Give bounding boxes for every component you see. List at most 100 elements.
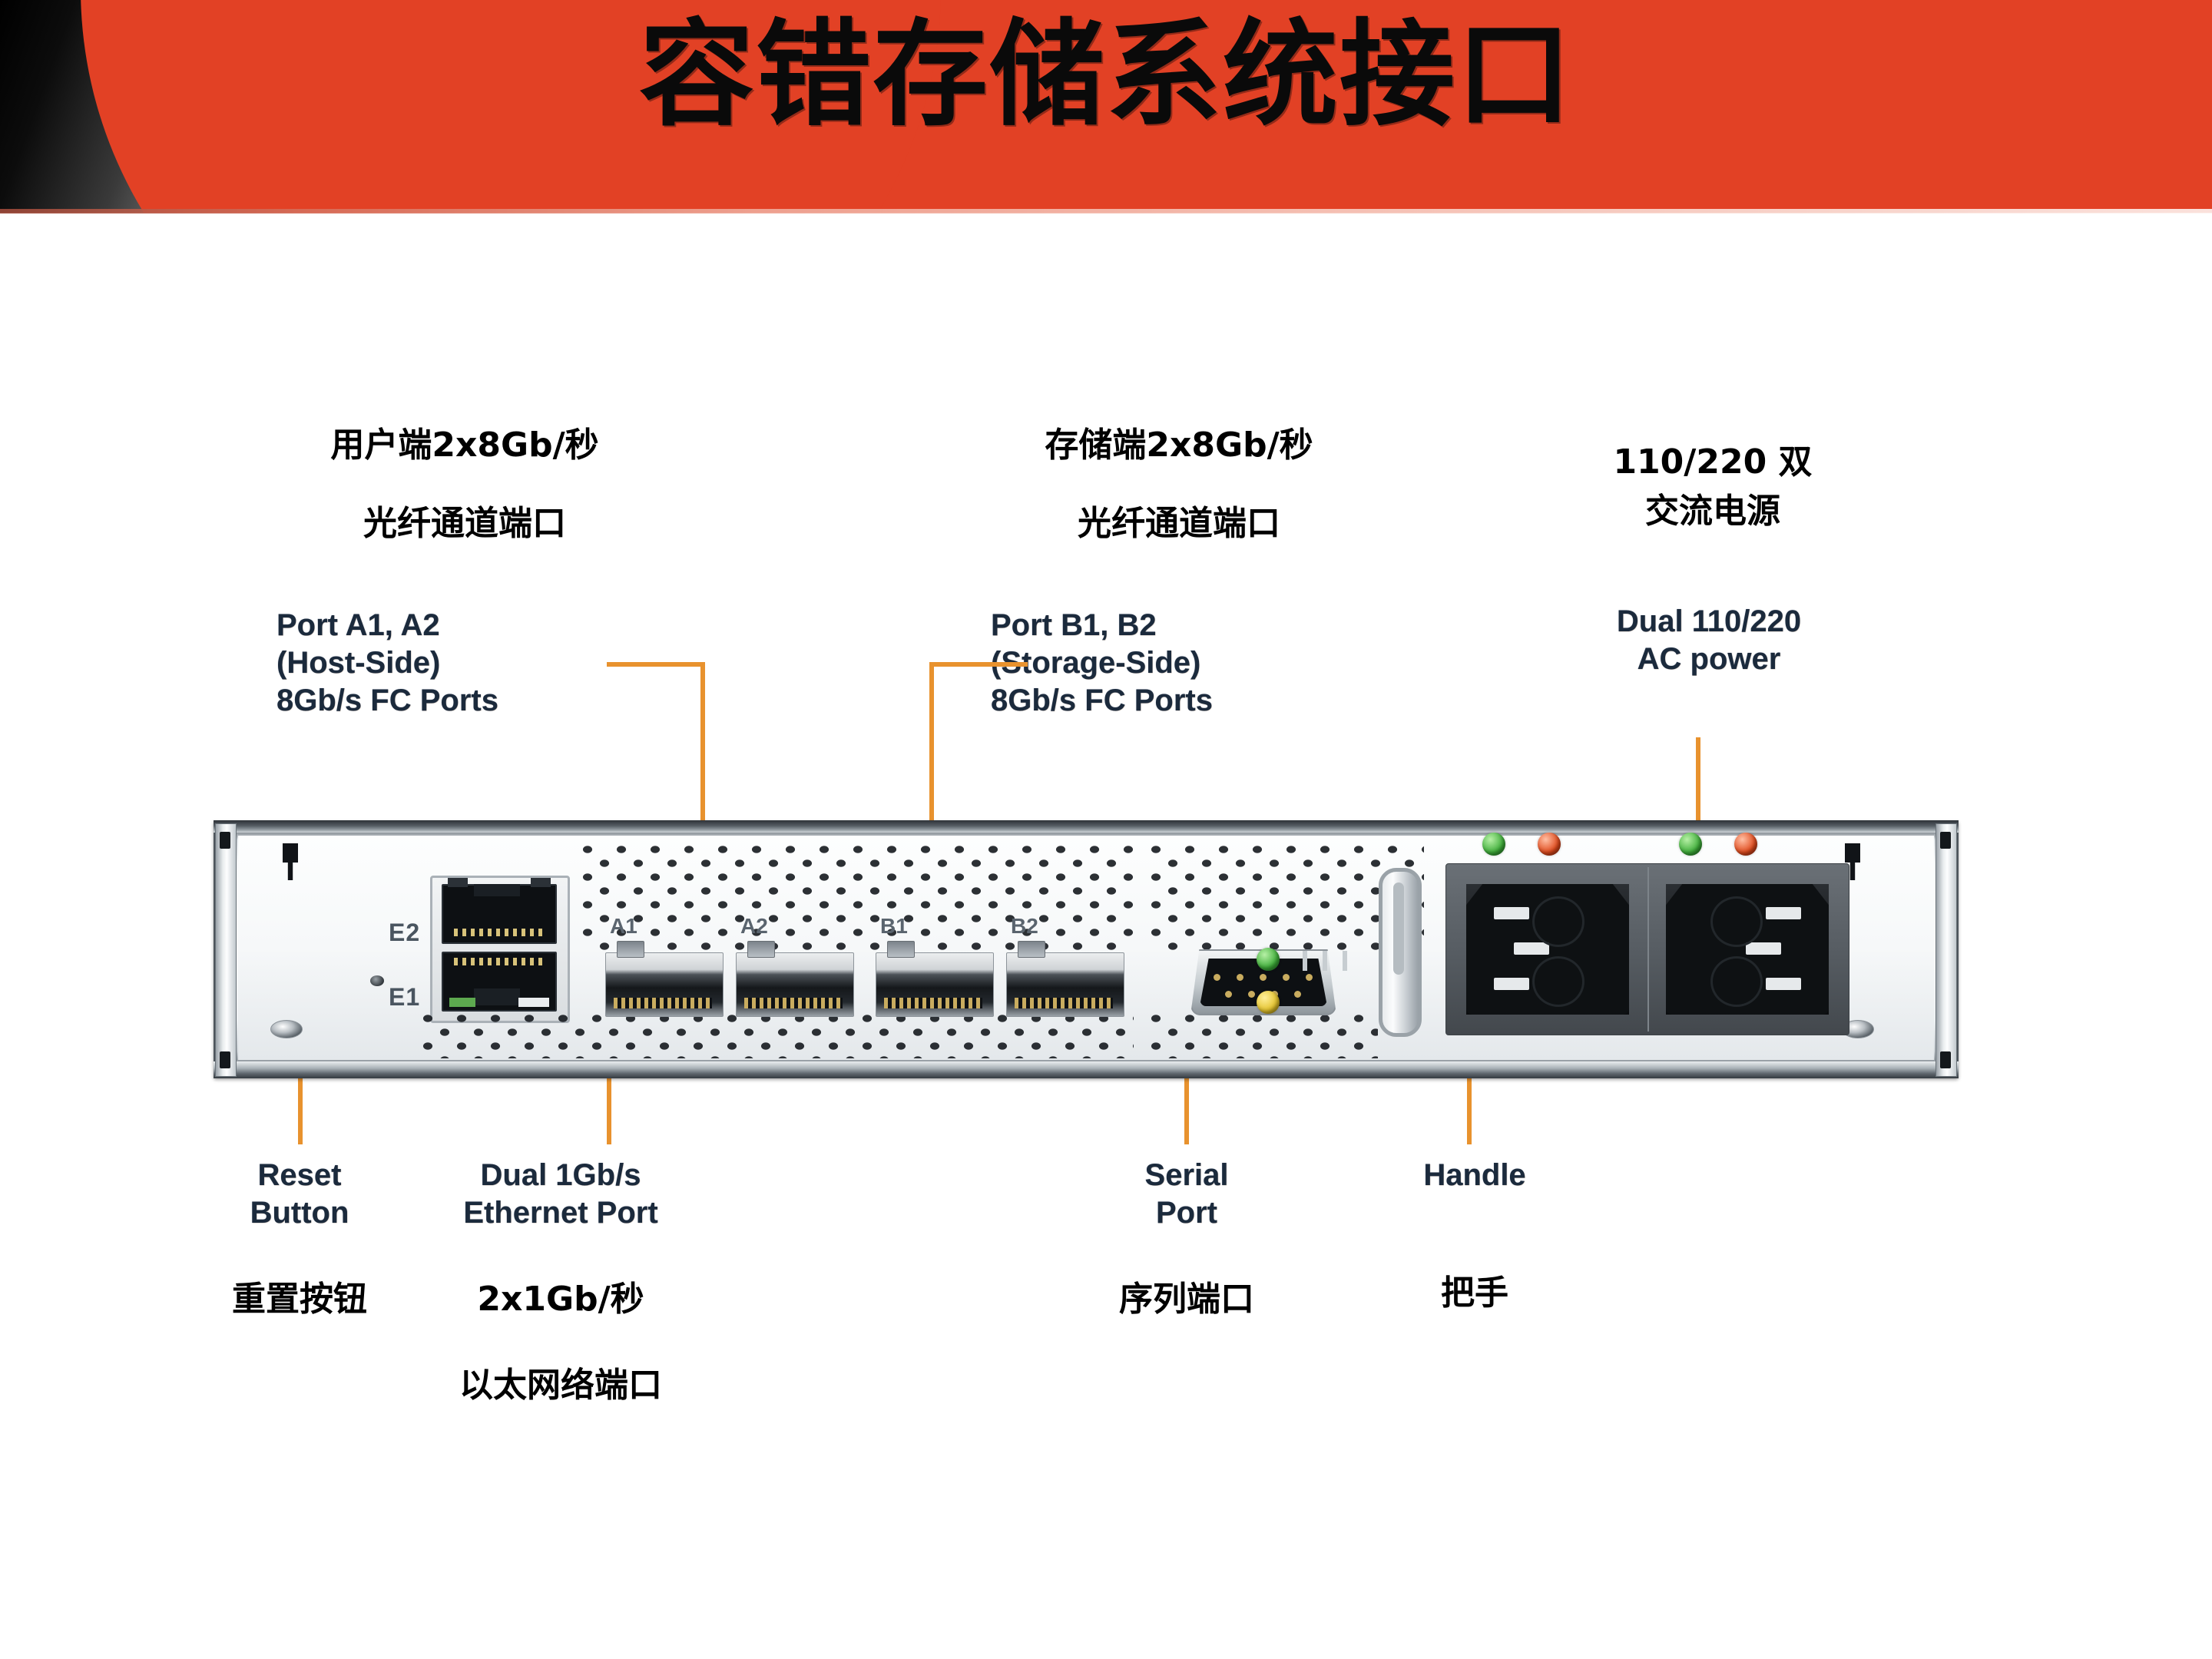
callout-ethernet-cn-line1: 2x1Gb/秒: [477, 1280, 644, 1319]
leader-storage-fc-vertical: [929, 662, 934, 962]
ac-power-inlet-1[interactable]: [1466, 884, 1629, 1015]
fc-port-b2[interactable]: [1006, 941, 1124, 1017]
status-led-slot: [1303, 951, 1307, 971]
callout-storage-fc-en: Port B1, B2 (Storage-Side) 8Gb/s FC Port…: [991, 608, 1213, 717]
psu2-led-green: [1679, 833, 1702, 856]
port-label-e1: E1: [389, 983, 421, 1011]
fc-port-a1-latch: [617, 941, 644, 958]
fc-port-a2-latch: [747, 941, 775, 958]
callout-host-fc-cn-line1: 用户端2x8Gb/秒: [330, 426, 599, 465]
psu2-led-red: [1734, 833, 1757, 856]
ac-inlet-2-blade-neutral: [1766, 978, 1801, 990]
callout-ac-power-cn: 110/220 双 交流电源: [1613, 442, 1813, 531]
leader-storage-fc-horizontal: [929, 662, 1028, 667]
callout-handle-cn: 把手: [1441, 1273, 1508, 1313]
rack-screw-right-bottom: [1940, 1051, 1951, 1068]
fc-port-b1-latch: [887, 941, 915, 958]
callout-serial-en: Serial Port: [1144, 1158, 1229, 1230]
ethernet-port-block[interactable]: [430, 876, 570, 1023]
rj45-led-e2-right: [531, 878, 551, 887]
status-led-amber: [1257, 991, 1280, 1014]
rj45-led-e2-left: [448, 878, 468, 887]
ac-inlet-1-body: [1466, 884, 1629, 1015]
callout-storage-fc-cn-line1: 存储端2x8Gb/秒: [1045, 426, 1313, 465]
db9-pin: [1283, 974, 1290, 981]
ac-inlet-1-blade-neutral: [1494, 978, 1529, 990]
ac-inlet-2-blade-ground: [1746, 942, 1781, 955]
rack-screw-left-bottom: [220, 1051, 230, 1068]
fc-port-row: A1 A2 B1 B2: [605, 914, 1135, 1017]
fc-port-a1-pins: [614, 998, 712, 1008]
chassis-handle[interactable]: [1379, 868, 1422, 1037]
callout-ethernet-en: Dual 1Gb/s Ethernet Port: [463, 1158, 658, 1230]
psu1-led-red: [1538, 833, 1561, 856]
vent-holes-top-left: [579, 842, 1137, 951]
leader-handle-vertical: [1467, 1029, 1472, 1144]
psu1-led-green: [1482, 833, 1505, 856]
db9-pin: [1214, 974, 1220, 981]
db9-pin: [1260, 974, 1267, 981]
status-led-green: [1257, 948, 1280, 971]
db9-pin: [1237, 974, 1243, 981]
callout-host-fc-en: Port A1, A2 (Host-Side) 8Gb/s FC Ports: [276, 608, 498, 717]
rack-screw-right-top: [1940, 832, 1951, 849]
rack-ear-left: [215, 823, 237, 1077]
reset-button-pinhole[interactable]: [370, 975, 384, 986]
ac-inlet-2-chamfer-upper: [1710, 896, 1763, 947]
rj45-led-e1-white: [518, 998, 549, 1007]
chassis-bottom-rail: [214, 1061, 1959, 1078]
fc-port-label-b1: B1: [880, 914, 908, 938]
ac-inlet-1-chamfer-lower: [1532, 956, 1584, 1007]
fc-port-label-a2: A2: [740, 914, 768, 938]
ac-power-inlet-2[interactable]: [1666, 884, 1829, 1015]
callout-reset-en: Reset Button: [250, 1158, 349, 1230]
callout-serial-cn: 序列端口: [1119, 1280, 1254, 1319]
vent-holes-bottom-left: [419, 1011, 1134, 1058]
power-supply-module: [1445, 863, 1849, 1035]
page-title: 容错存储系统接口: [638, 7, 1573, 142]
fc-port-label-b2: B2: [1011, 914, 1038, 938]
status-led-slot: [1343, 951, 1347, 971]
rack-screw-left-top: [220, 832, 230, 849]
rj45-pins-e2: [454, 929, 543, 936]
leader-ac-power-vertical: [1696, 737, 1700, 892]
fc-port-a1[interactable]: [605, 941, 724, 1017]
fc-port-b1[interactable]: [876, 941, 994, 1017]
db9-pin: [1306, 974, 1313, 981]
rj45-pins-e1: [454, 958, 543, 965]
fc-port-a2-pins: [744, 998, 843, 1008]
fc-port-b2-latch: [1018, 941, 1045, 958]
db9-pin: [1225, 991, 1232, 998]
rj45-led-e1-green: [449, 998, 475, 1007]
banner-curve-decoration: [81, 0, 941, 213]
port-label-e2: E2: [389, 919, 421, 946]
ac-inlet-1-blade-ground: [1514, 942, 1549, 955]
ac-inlet-1-blade-line: [1494, 907, 1529, 919]
header-banner: 容错存储系统接口: [0, 0, 2212, 213]
leader-host-fc-vertical: [700, 662, 705, 962]
psu-divider: [1647, 867, 1649, 1031]
ac-inlet-2-chamfer-lower: [1710, 956, 1763, 1007]
captive-thumbscrew-left: [283, 843, 298, 880]
ethernet-port-e1[interactable]: [442, 952, 557, 1012]
fc-port-label-a1: A1: [610, 914, 637, 938]
ac-inlet-2-body: [1666, 884, 1829, 1015]
ac-inlet-2-blade-line: [1766, 907, 1801, 919]
ac-inlet-1-chamfer-upper: [1532, 896, 1584, 947]
vent-holes-top-mid: [1147, 842, 1424, 951]
db9-pin: [1248, 991, 1255, 998]
fc-port-b1-pins: [884, 998, 982, 1008]
db9-pin: [1294, 991, 1301, 998]
vent-holes-bottom-mid: [1147, 1011, 1378, 1058]
callout-host-fc-cn-line2: 光纤通道端口: [363, 504, 566, 543]
rj45-key-e1: [474, 988, 520, 1005]
banner-underline: [0, 209, 2212, 214]
leader-host-fc-horizontal: [607, 662, 705, 667]
fc-port-a2[interactable]: [736, 941, 854, 1017]
ethernet-port-e2[interactable]: [442, 878, 557, 944]
handle-slot: [1393, 882, 1404, 975]
storage-appliance-rear-panel: E2 E1: [214, 820, 1959, 1078]
faceplate: E2 E1: [238, 833, 1934, 1060]
callout-handle-en: Handle: [1423, 1158, 1526, 1192]
rj45-key-e2: [474, 884, 520, 896]
